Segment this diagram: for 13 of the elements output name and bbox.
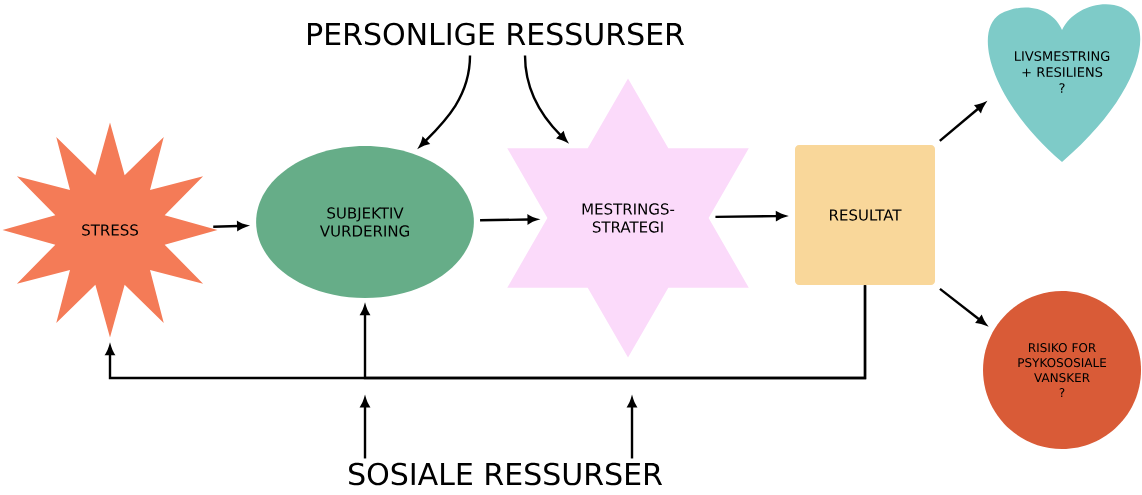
arrow <box>360 397 370 459</box>
resource-label: PERSONLIGE RESSURSER <box>308 22 685 46</box>
arrow <box>480 215 538 224</box>
arrow <box>419 55 472 148</box>
arrow <box>523 55 568 142</box>
result-box: RESULTAT <box>795 145 935 285</box>
arrow <box>715 211 786 221</box>
six-point-star: MESTRINGS- STRATEGI <box>507 78 749 358</box>
arrow <box>939 287 987 326</box>
resource-label: SOSIALE RESSURSER <box>349 462 663 486</box>
arrow <box>939 102 986 142</box>
arrow <box>360 285 867 380</box>
arrow <box>627 397 637 459</box>
